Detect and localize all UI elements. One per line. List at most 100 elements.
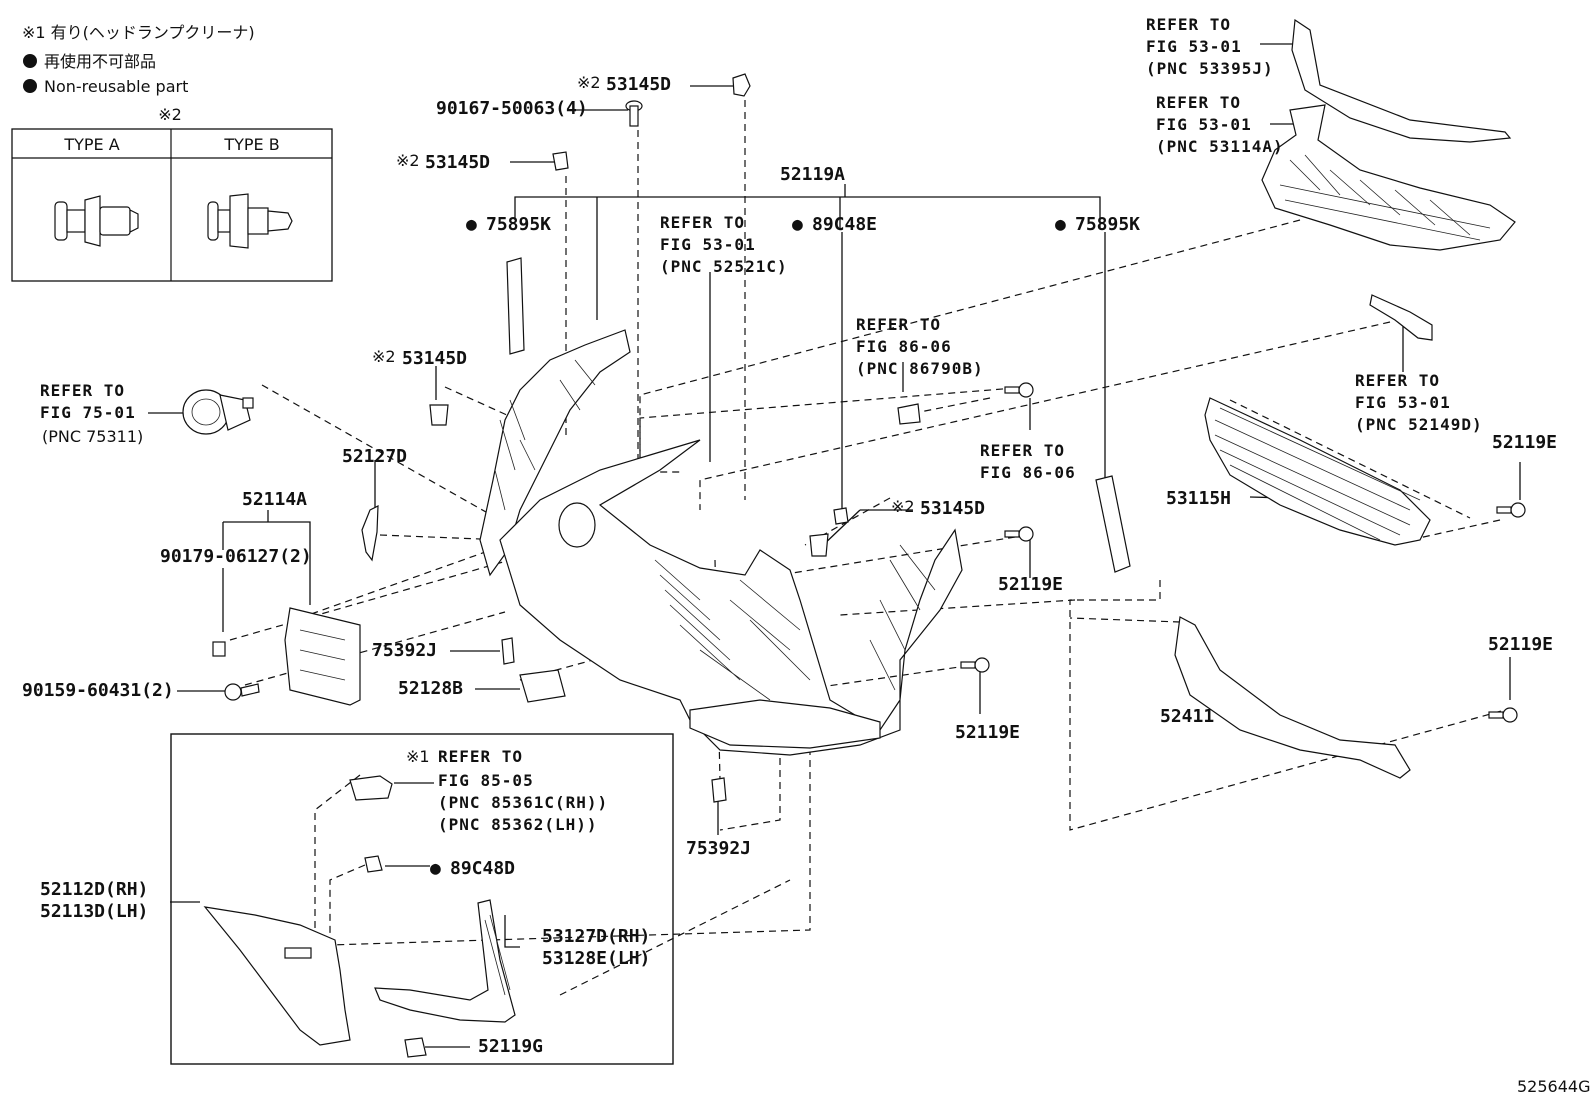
part-52113d-lh: 52113D(LH): [40, 901, 148, 922]
part-52119g: 52119G: [478, 1036, 543, 1057]
refer-52149d-line2: FIG 53-01: [1355, 393, 1451, 412]
dot-mark: ●: [1055, 214, 1066, 235]
refer-85-line3: (PNC 85361C(RH)): [438, 793, 608, 812]
part-53145d: 53145D: [402, 348, 467, 369]
screw-icon: [625, 100, 643, 127]
refer-53395j-line2: FIG 53-01: [1146, 37, 1242, 56]
refer-53114a-line1: REFER TO: [1156, 93, 1241, 112]
type-b-header: TYPE B: [223, 135, 279, 154]
dot-mark: ●: [430, 858, 441, 879]
part-53145d: 53145D: [920, 498, 985, 519]
part-52119e: 52119E: [998, 574, 1063, 595]
part-75895k: 75895K: [1075, 214, 1140, 235]
part-52411: 52411: [1160, 706, 1214, 727]
non-reusable-dot-icon: [23, 79, 37, 93]
refer-53114a-line2: FIG 53-01: [1156, 115, 1252, 134]
part-52119e: 52119E: [1492, 432, 1557, 453]
part-75392j: 75392J: [686, 838, 751, 859]
refer-85-line1: REFER TO: [438, 747, 523, 766]
refer-52521c-line2: FIG 53-01: [660, 235, 756, 254]
mark-x2: ※2: [396, 151, 420, 170]
cover-52128b: [519, 669, 566, 703]
refer-53395j-line1: REFER TO: [1146, 15, 1231, 34]
non-reusable-dot-icon: [23, 54, 37, 68]
upper-molding-strip: [1291, 18, 1512, 143]
refer-52521c-line3: (PNC 52521C): [660, 257, 788, 276]
mark-x1: ※1: [406, 747, 430, 766]
bracket-52127d: [361, 505, 379, 562]
refer-86790b-line3: (PNC 86790B): [856, 359, 984, 378]
part-52119e: 52119E: [955, 722, 1020, 743]
fog-lamp-cover-garnish: [203, 906, 351, 1046]
bolt-52119e-icon: [960, 382, 1526, 723]
part-illustrations: [182, 18, 1526, 1058]
refer-8606-line2: FIG 86-06: [980, 463, 1076, 482]
refer-75311-line3: (PNC 75311): [42, 427, 143, 446]
refer-53114a-line3: (PNC 53114A): [1156, 137, 1284, 156]
legend: ※1 有り(ヘッドランプクリーナ) 再使用不可部品 Non-reusable p…: [11, 23, 333, 282]
part-53115h: 53115H: [1166, 488, 1231, 509]
part-90159-60431: 90159-60431(2): [22, 680, 174, 701]
part-52112d-rh: 52112D(RH): [40, 879, 148, 900]
nut-icon: [212, 641, 226, 657]
dot-mark: ●: [792, 214, 803, 235]
refer-86790b-line1: REFER TO: [856, 315, 941, 334]
part-53128e-lh: 53128E(LH): [542, 948, 650, 969]
part-52119e: 52119E: [1488, 634, 1553, 655]
type-a-header: TYPE A: [63, 135, 119, 154]
screw-90159-icon: [224, 683, 260, 701]
right-side-seal-strip: [1095, 475, 1131, 573]
type-a-clip-icon: [54, 195, 139, 247]
part-53127d-rh: 53127D(RH): [542, 926, 650, 947]
refer-85-line2: FIG 85-05: [438, 771, 534, 790]
clip-75392j-icon: [501, 637, 727, 803]
lower-spoiler: [1174, 616, 1411, 779]
leader-lines: [148, 43, 1521, 1048]
inset-box: [170, 733, 674, 1065]
refer-86790b-line2: FIG 86-06: [856, 337, 952, 356]
part-75895k: 75895K: [486, 214, 551, 235]
part-75392j: 75392J: [372, 640, 437, 661]
mark-x2: ※2: [577, 73, 601, 92]
dot-mark: ●: [466, 214, 477, 235]
garnish-molding-53127d: [374, 899, 516, 1023]
clip-53145d-icon: [429, 73, 829, 557]
refer-75311-line1: REFER TO: [40, 381, 125, 400]
mark-x2: ※2: [891, 497, 915, 516]
part-89c48d: 89C48D: [450, 858, 515, 879]
part-53145d: 53145D: [425, 152, 490, 173]
part-52128b: 52128B: [398, 678, 463, 699]
mark-x2: ※2: [372, 347, 396, 366]
bumper-retainer: [1261, 104, 1516, 251]
refer-52149d-line3: (PNC 52149D): [1355, 415, 1483, 434]
part-52114a: 52114A: [242, 489, 307, 510]
legend-table-mark: ※2: [158, 105, 182, 124]
fog-lamp-icon: [182, 389, 254, 435]
clip-89c48e-icon: [833, 507, 849, 525]
garnish-slot: [284, 947, 312, 959]
refer-8606-line1: REFER TO: [980, 441, 1065, 460]
part-52119a: 52119A: [780, 164, 845, 185]
diagram-id: 525644G: [1517, 1077, 1590, 1096]
part-53145d: 53145D: [606, 74, 671, 95]
clip-89c48d-icon: [364, 855, 383, 873]
refer-52521c-line1: REFER TO: [660, 213, 745, 232]
small-bracket-52149d: [1369, 294, 1433, 341]
clip-type-table: [11, 128, 333, 282]
part-90167-50063: 90167-50063(4): [436, 98, 588, 119]
refer-85-line4: (PNC 85362(LH)): [438, 815, 598, 834]
refer-53395j-line3: (PNC 53395J): [1146, 59, 1274, 78]
legend-non-reusable-en: Non-reusable part: [44, 77, 188, 96]
license-plate-bracket: [284, 607, 361, 706]
type-b-clip-icon: [207, 193, 293, 249]
sensor-bracket: [897, 403, 921, 425]
legend-non-reusable-jp: 再使用不可部品: [44, 52, 156, 71]
part-90179-06127: 90179-06127(2): [160, 546, 312, 567]
part-52127d: 52127D: [342, 446, 407, 467]
clip-52119g-icon: [404, 1037, 427, 1058]
refer-52149d-line1: REFER TO: [1355, 371, 1440, 390]
callout-labels: REFER TO FIG 53-01 (PNC 53395J) REFER TO…: [22, 15, 1590, 1096]
part-89c48e: 89C48E: [812, 214, 877, 235]
headlamp-cleaner-cap: [349, 775, 393, 801]
